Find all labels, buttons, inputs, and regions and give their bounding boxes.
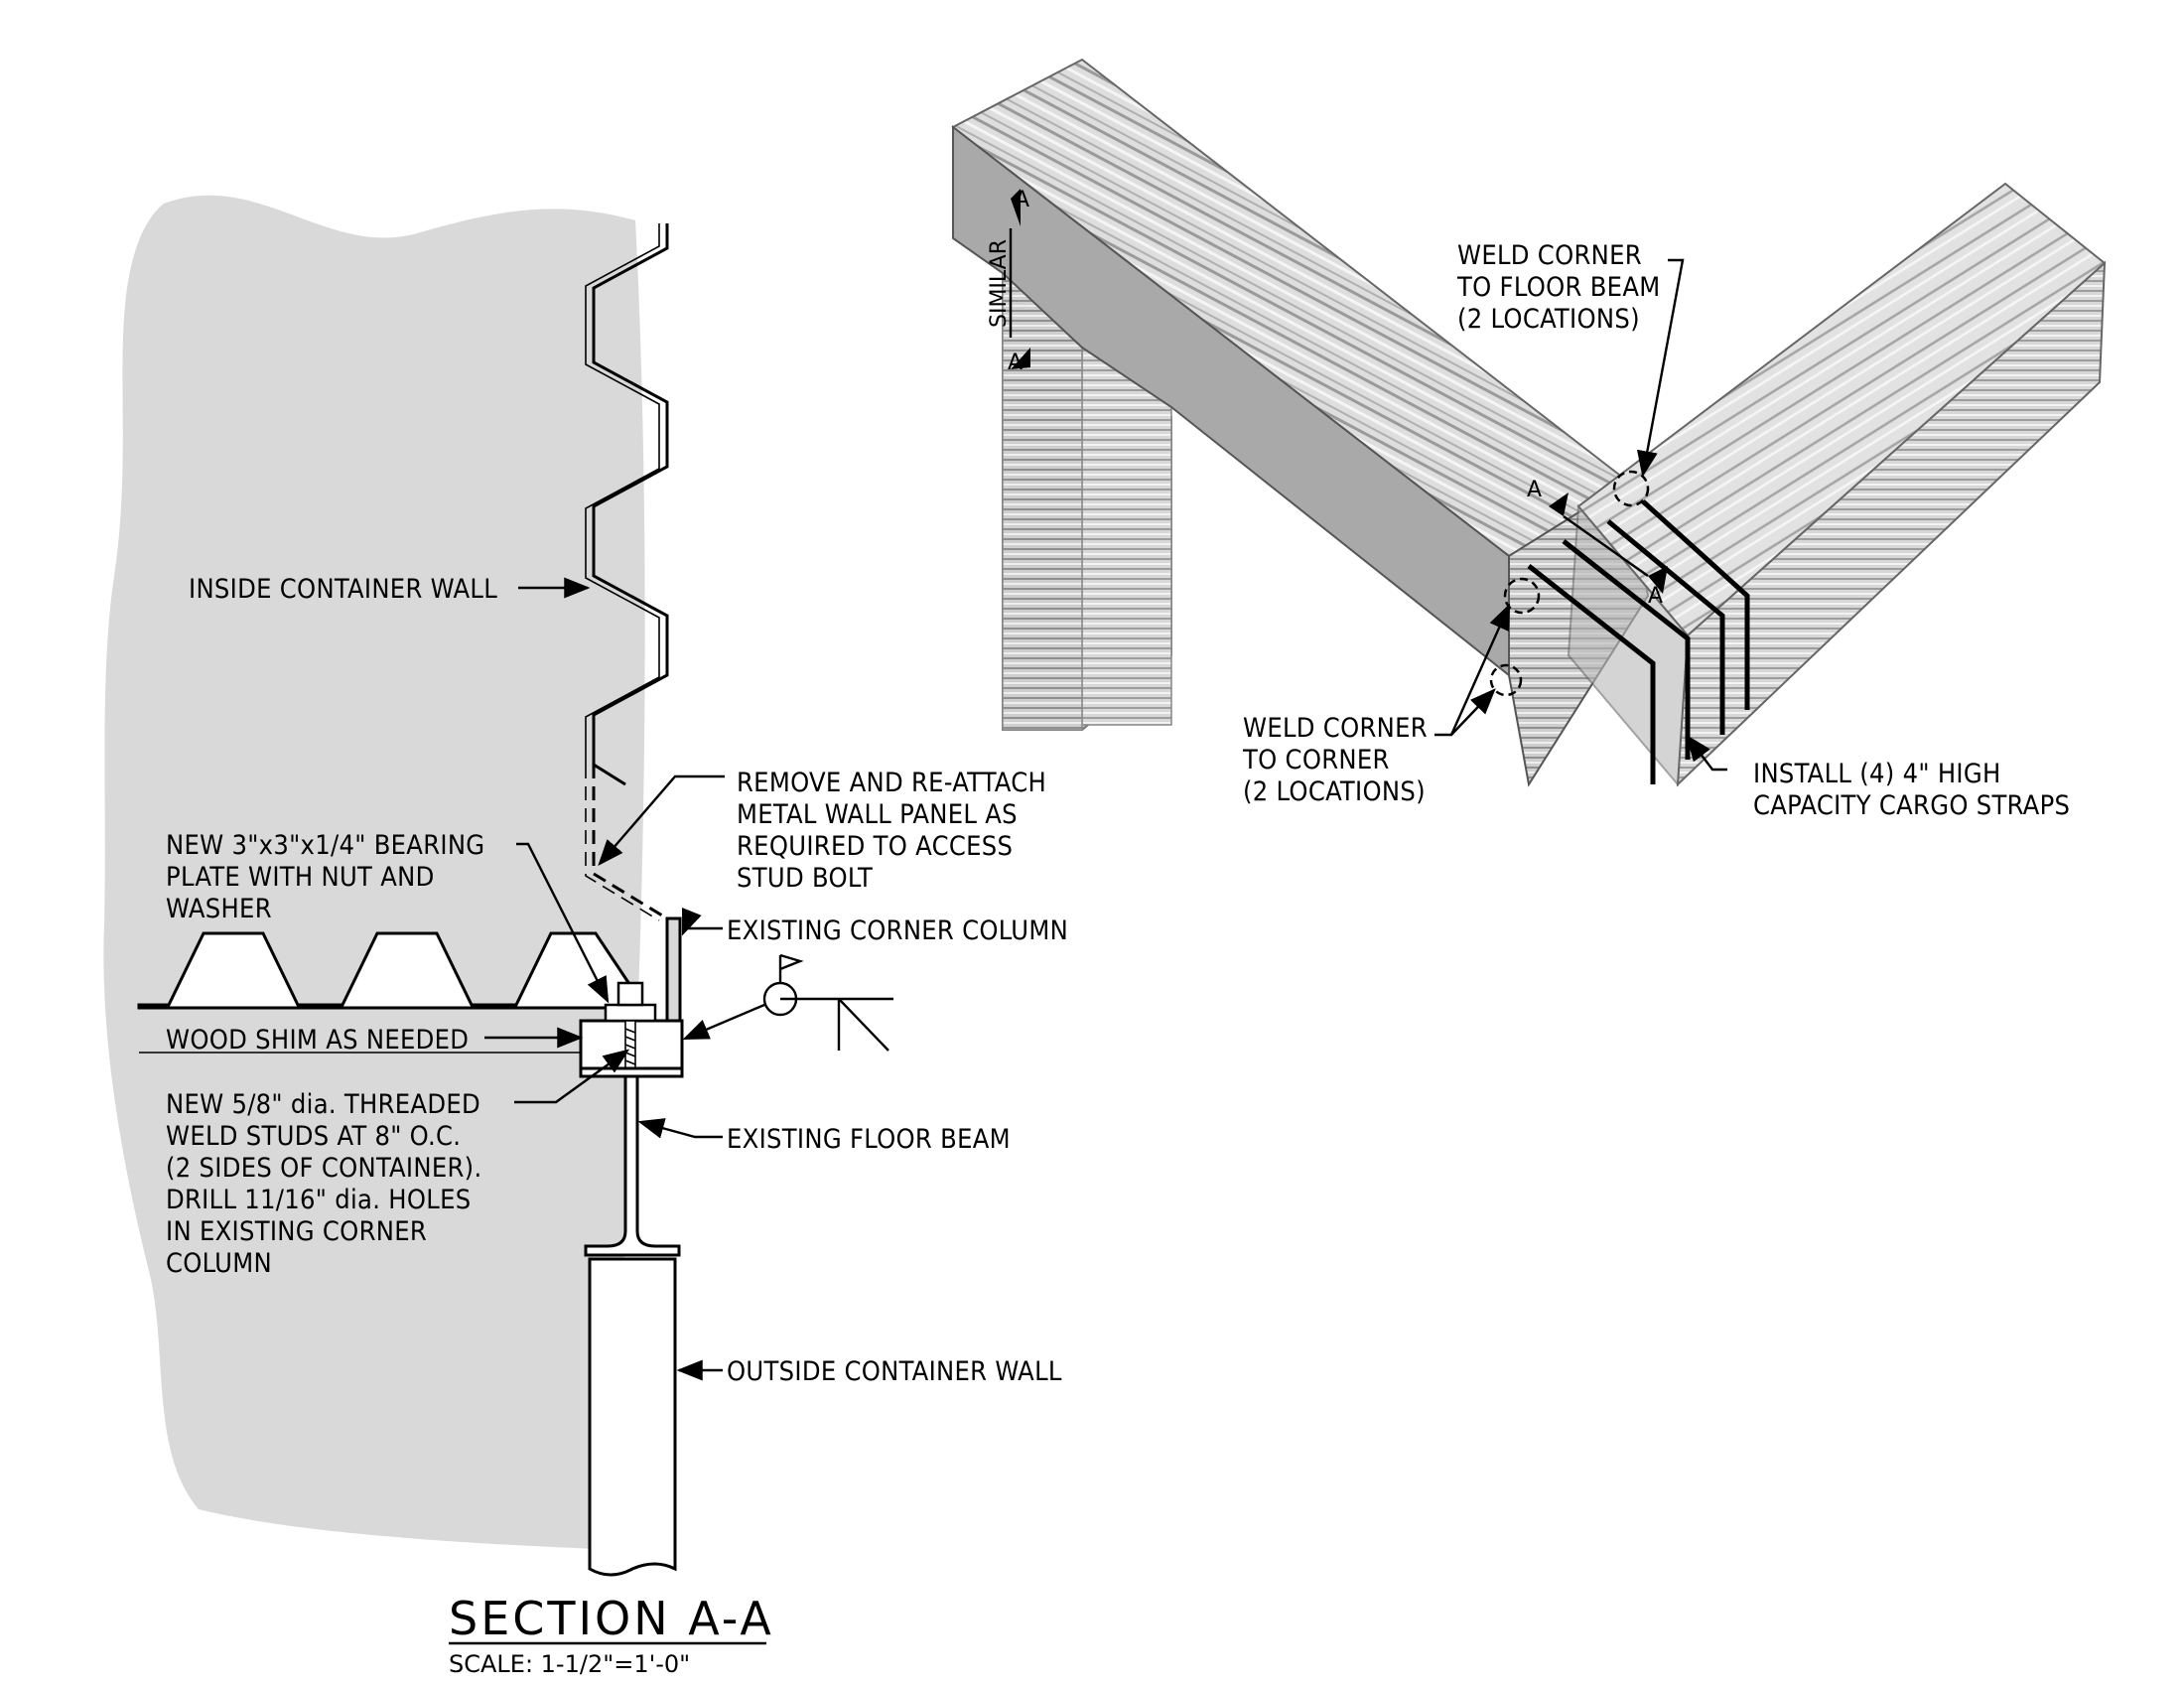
bearing-plate: [604, 1003, 657, 1023]
label-weld-studs: NEW 5/8" dia. THREADED WELD STUDS AT 8" …: [166, 1089, 489, 1279]
inside-container-wall: [592, 223, 669, 786]
section-scale: SCALE: 1-1/2"=1'-0": [449, 1650, 690, 1678]
section-background-fill: [103, 195, 645, 1550]
label-bearing-plate: NEW 3"x3"x1/4" BEARING PLATE WITH NUT AN…: [166, 830, 492, 924]
fillet-weld-symbol-icon: [682, 953, 893, 1052]
label-inside-container-wall: INSIDE CONTAINER WALL: [189, 574, 497, 605]
corner-column: [665, 916, 682, 1025]
label-cargo-straps: INSTALL (4) 4" HIGH CAPACITY CARGO STRAP…: [1753, 759, 2070, 821]
svg-text:A: A: [1008, 351, 1023, 375]
section-cut-marker-icon: A A: [1527, 478, 1668, 609]
label-weld-corner-to-beam: WELD CORNER TO FLOOR BEAM (2 LOCATIONS): [1456, 240, 1669, 335]
label-floor-beam: EXISTING FLOOR BEAM: [727, 1124, 1011, 1155]
cargo-straps: [1527, 499, 1750, 784]
label-remove-panel: REMOVE AND RE-ATTACH METAL WALL PANEL AS…: [737, 768, 1054, 894]
label-corner-column: EXISTING CORNER COLUMN: [727, 915, 1068, 946]
label-outside-wall: OUTSIDE CONTAINER WALL: [727, 1356, 1062, 1387]
label-wood-shim: WOOD SHIM AS NEEDED: [166, 1025, 469, 1055]
label-weld-corner-to-corner: WELD CORNER TO CORNER (2 LOCATIONS): [1242, 713, 1435, 807]
section-a-a-detail: INSIDE CONTAINER WALL REMOVE AND RE-ATTA…: [103, 195, 1068, 1678]
label-similar: SIMILAR: [987, 239, 1012, 328]
section-title: SECTION A-A: [449, 1592, 774, 1645]
floor-corrugated-panel: [137, 931, 637, 1010]
isometric-container-view: A A SIMILAR A A WELD CORNER TO FLOOR BEA…: [951, 58, 2107, 821]
svg-text:A: A: [1527, 478, 1542, 502]
svg-text:A: A: [1015, 188, 1029, 212]
floor-beam: [579, 1066, 684, 1257]
weld-location-circle: [1503, 577, 1541, 615]
removable-wall-panel: [592, 765, 668, 920]
weld-location-circle: [1489, 663, 1523, 697]
section-cut-marker-icon: A A: [1008, 188, 1030, 375]
weld-location-circle: [1612, 470, 1650, 507]
outside-container-wall: [588, 1257, 677, 1577]
svg-text:A: A: [1648, 584, 1663, 609]
